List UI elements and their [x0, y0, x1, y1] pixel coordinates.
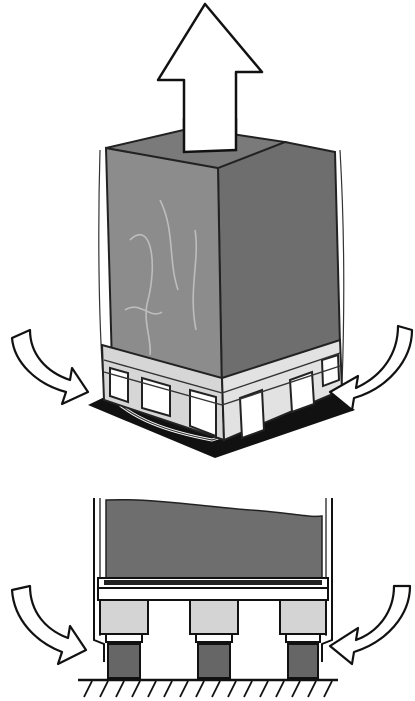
film-wrap-edge: [98, 149, 345, 441]
pallet-slats: [103, 352, 341, 406]
floor-hatching: [83, 680, 333, 698]
curved-arrow-right: [328, 324, 414, 412]
bottom-panel: [10, 498, 412, 698]
film-wrinkles: [124, 199, 198, 356]
section-goods: [105, 498, 323, 579]
section-blocks: [99, 599, 327, 643]
section-curved-arrow-left: [10, 584, 88, 666]
section-feet: [107, 643, 319, 679]
top-panel: [10, 2, 414, 458]
section-film-outline: [93, 498, 333, 662]
curved-arrow-left: [10, 328, 90, 406]
pallet-deck-strip: [104, 580, 322, 585]
pallet-blocks: [109, 353, 341, 440]
lift-arrow-stem: [182, 118, 238, 154]
pallet-deck-base: [97, 587, 329, 601]
section-curved-arrow-right: [328, 584, 412, 666]
